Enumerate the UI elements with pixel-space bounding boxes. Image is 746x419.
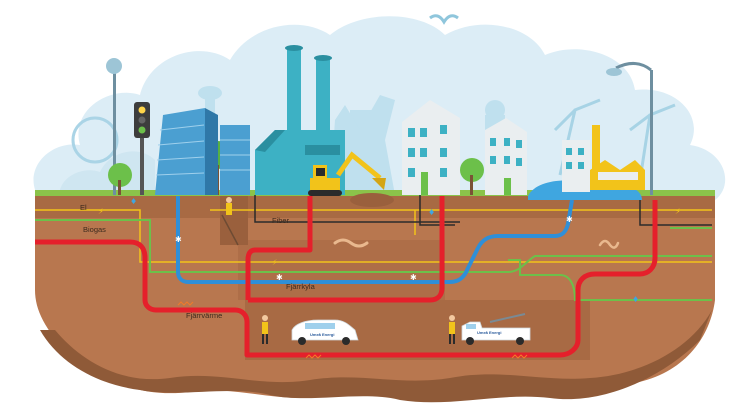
district-cooling-pipe <box>176 196 574 284</box>
office-tower <box>155 108 218 195</box>
biogas-line <box>35 219 712 301</box>
district-heating-pipe <box>35 196 658 358</box>
lightning-icon: ⚡ <box>675 207 681 216</box>
residential-building <box>402 100 460 195</box>
worker-icon <box>449 315 455 344</box>
traffic-light-icon <box>134 102 150 195</box>
street-lamp-icon <box>106 58 122 195</box>
snowflake-icon: ✱ <box>276 273 283 282</box>
flame-icon: ♦ <box>632 295 639 304</box>
excavator-icon <box>308 151 394 207</box>
label-fjarrvarme: Fjärrvärme <box>186 311 222 320</box>
snowflake-icon: ✱ <box>410 273 417 282</box>
bird-icon <box>429 14 459 25</box>
office-tower-2 <box>220 125 250 195</box>
label-biogas: Biogas <box>83 225 106 234</box>
lightning-icon: ⚡ <box>98 207 104 216</box>
car-logo: Umeå Energi <box>310 332 334 337</box>
ferris-wheel-icon <box>71 116 119 164</box>
snowflake-icon: ✱ <box>566 215 573 224</box>
snowflake-icon: ✱ <box>175 235 182 244</box>
service-car: Umeå Energi <box>291 319 359 345</box>
worm-icon <box>598 239 620 249</box>
street-lamp-icon <box>606 62 653 195</box>
soil-bottom-layer <box>40 310 712 403</box>
worm-icon <box>333 238 369 248</box>
label-el: El <box>80 203 87 212</box>
label-fiber: Fiber <box>272 216 290 225</box>
factory <box>590 125 645 190</box>
flame-icon: ♦ <box>428 208 435 217</box>
flame-icon: ♦ <box>130 197 137 206</box>
soil-top-darker <box>35 196 715 218</box>
residential-building-2 <box>485 118 527 195</box>
label-fjarrkyla: Fjärrkyla <box>286 282 316 291</box>
heat-arrows <box>177 301 528 359</box>
worker-icon <box>221 197 239 246</box>
lightning-icon: ⚡ <box>272 258 278 267</box>
service-truck: Umeå Energi <box>461 313 531 345</box>
worker-icon <box>262 315 268 344</box>
truck-logo: Umeå Energi <box>477 330 501 335</box>
small-building <box>562 140 590 192</box>
